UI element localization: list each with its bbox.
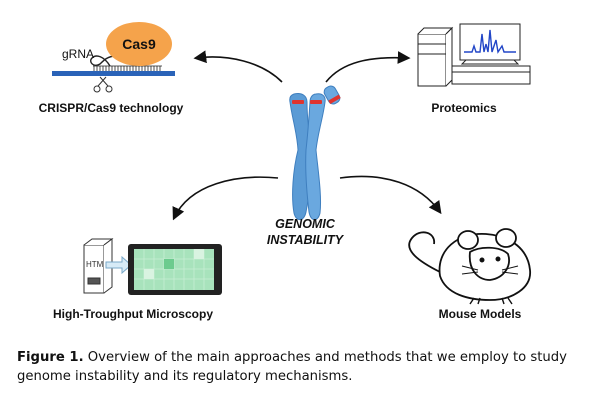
- proteomics-label: Proteomics: [431, 101, 497, 115]
- microscopy-label: High-Troughput Microscopy: [53, 307, 213, 321]
- htm-label: HTM: [86, 260, 104, 269]
- arrow-to-crispr: [193, 50, 283, 83]
- crispr-cas9-icon: [52, 22, 175, 93]
- proteomics-node: Proteomics: [417, 23, 531, 115]
- telomere-mark-left: [292, 100, 304, 104]
- mouse-icon: [408, 228, 531, 305]
- grna-label: gRNA: [62, 47, 94, 61]
- mass-spectrometer-icon: [417, 23, 531, 87]
- microscopy-node: HTM High-Troughput Microscopy: [53, 238, 222, 321]
- dna-bar: [52, 71, 175, 76]
- cas9-label: Cas9: [122, 36, 156, 52]
- arrow-to-proteomics: [325, 51, 411, 83]
- cas9-protein-icon: [106, 22, 172, 66]
- figure-caption: Figure 1. Overview of the main approache…: [17, 348, 592, 386]
- transfer-arrow-icon: [105, 255, 132, 275]
- spectrum-icon: [464, 29, 516, 54]
- arrow-to-microscopy: [172, 176, 279, 221]
- mouse-node: Mouse Models: [408, 228, 531, 321]
- arrow-to-mouse: [339, 175, 442, 215]
- mouse-label: Mouse Models: [439, 307, 522, 321]
- center-label-line1: GENOMIC: [275, 217, 336, 231]
- caption-text: Overview of the main approaches and meth…: [17, 350, 567, 384]
- scissors-icon: [93, 76, 113, 93]
- crispr-node: Cas9 gRNA CRISPR/Cas9 technology: [39, 22, 184, 115]
- chromosome-icon: [289, 85, 341, 221]
- caption-lead: Figure 1.: [17, 350, 84, 365]
- center-label-line2: INSTABILITY: [267, 233, 345, 247]
- chromatid-right: [305, 93, 326, 221]
- crispr-label: CRISPR/Cas9 technology: [39, 101, 184, 115]
- grna-loop-icon: [90, 55, 117, 67]
- telomere-mark-right: [310, 100, 322, 104]
- chromosome-fragment: [323, 85, 341, 105]
- genome-instability-diagram: GENOMIC INSTABILITY: [39, 22, 531, 321]
